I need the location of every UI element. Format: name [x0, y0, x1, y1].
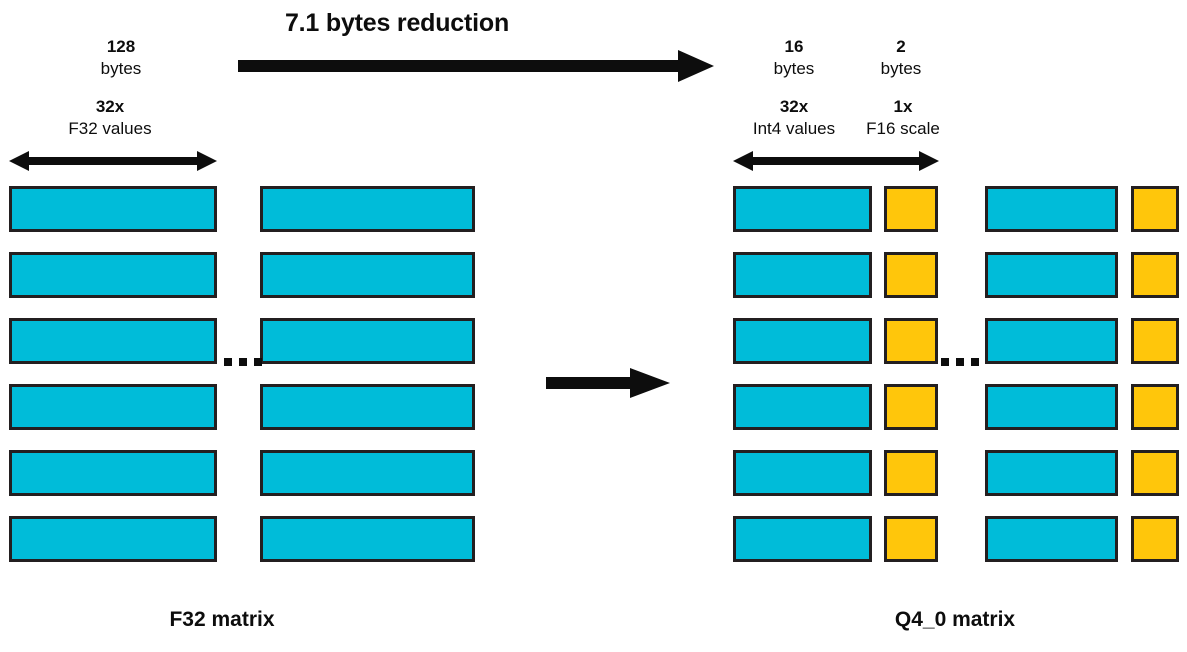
left-matrix-label: F32 matrix — [169, 608, 275, 631]
right-data-count-value: 32x — [779, 97, 809, 116]
f32-block — [260, 384, 475, 430]
right-scale-size-unit: bytes — [880, 59, 922, 78]
int4-block — [985, 186, 1118, 232]
right-scale-count-value: 1x — [893, 97, 913, 116]
f32-block — [9, 252, 217, 298]
right-span-arrow — [733, 151, 939, 171]
f32-block — [9, 318, 217, 364]
f32-block — [9, 186, 217, 232]
f32-block — [9, 516, 217, 562]
left-size-unit: bytes — [100, 59, 142, 78]
right-scale-size-value: 2 — [896, 37, 906, 56]
right-matrix-label: Q4_0 matrix — [894, 608, 1016, 631]
int4-block — [985, 384, 1118, 430]
ellipsis-dot — [956, 358, 964, 366]
left-matrix-ellipsis — [224, 358, 262, 366]
f16-scale-block — [1131, 318, 1179, 364]
f16-scale-block — [884, 450, 938, 496]
f16-scale-block — [884, 252, 938, 298]
f16-scale-block — [1131, 450, 1179, 496]
int4-block — [985, 252, 1118, 298]
int4-block — [985, 516, 1118, 562]
top-reduction-arrow — [238, 50, 714, 82]
diagram-title: 7.1 bytes reduction — [284, 9, 510, 37]
f16-scale-block — [884, 318, 938, 364]
f32-block — [9, 384, 217, 430]
ellipsis-dot — [224, 358, 232, 366]
left-count-value: 32x — [95, 97, 125, 116]
int4-block — [733, 252, 872, 298]
f32-block — [260, 186, 475, 232]
right-data-count-unit: Int4 values — [752, 119, 836, 138]
f16-scale-block — [1131, 186, 1179, 232]
f32-block — [260, 252, 475, 298]
right-data-size-value: 16 — [784, 37, 804, 56]
right-scale-count-unit: F16 scale — [866, 119, 940, 138]
int4-block — [985, 318, 1118, 364]
int4-block — [733, 384, 872, 430]
int4-block — [985, 450, 1118, 496]
int4-block — [733, 318, 872, 364]
f16-scale-block — [1131, 516, 1179, 562]
f16-scale-block — [884, 384, 938, 430]
left-size-value: 128 — [106, 37, 136, 56]
int4-block — [733, 186, 872, 232]
int4-block — [733, 450, 872, 496]
f16-scale-block — [884, 516, 938, 562]
f32-block — [260, 450, 475, 496]
ellipsis-dot — [971, 358, 979, 366]
right-matrix-ellipsis — [941, 358, 979, 366]
right-data-size-unit: bytes — [773, 59, 815, 78]
f32-block — [9, 450, 217, 496]
ellipsis-dot — [941, 358, 949, 366]
ellipsis-dot — [239, 358, 247, 366]
ellipsis-dot — [254, 358, 262, 366]
f16-scale-block — [884, 186, 938, 232]
f32-block — [260, 516, 475, 562]
int4-block — [733, 516, 872, 562]
left-count-unit: F32 values — [68, 119, 152, 138]
f32-block — [260, 318, 475, 364]
f16-scale-block — [1131, 252, 1179, 298]
middle-transform-arrow — [546, 368, 670, 398]
left-span-arrow — [9, 151, 217, 171]
f16-scale-block — [1131, 384, 1179, 430]
